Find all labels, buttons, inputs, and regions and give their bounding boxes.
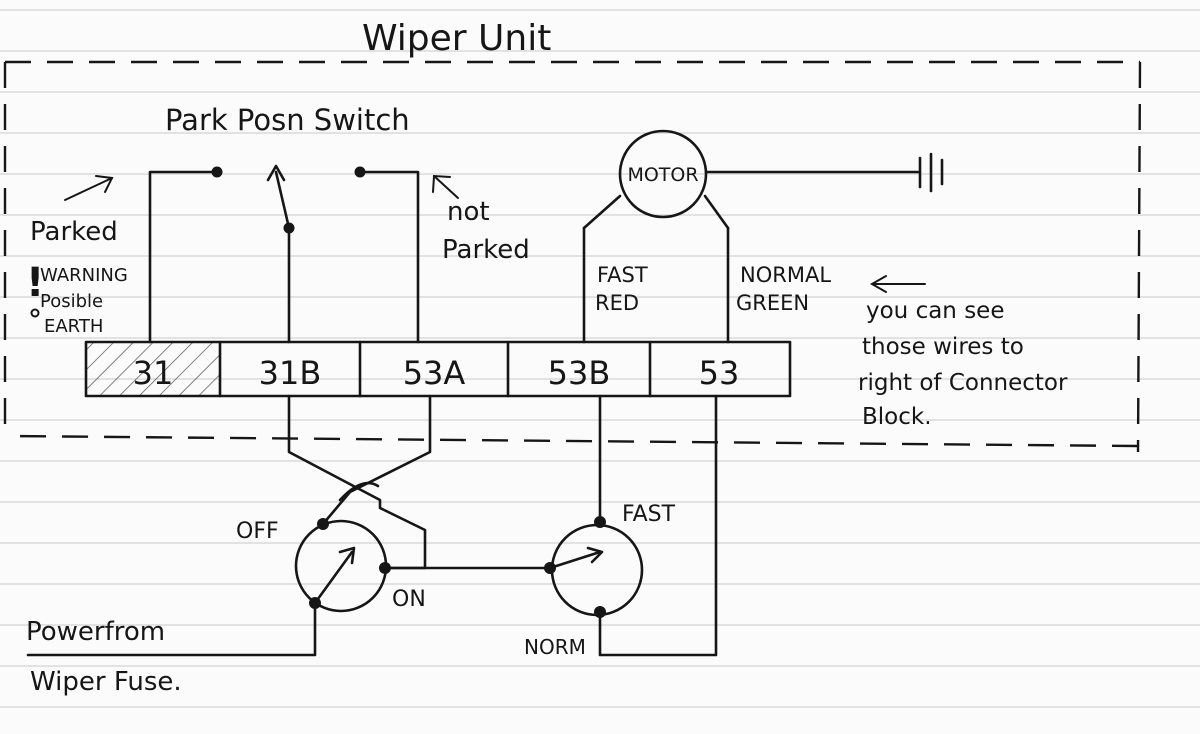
not-parked-label-line1: not (447, 197, 490, 227)
normal-wire-label-2: GREEN (736, 291, 809, 315)
diagram-title: Wiper Unit (362, 18, 551, 59)
parked-arrow-icon (64, 175, 114, 201)
external-wiring (26, 394, 718, 657)
not-parked-label-line2: Parked (442, 235, 530, 265)
note-line-2: those wires to (862, 334, 1024, 360)
note-line-1: you can see (866, 298, 1004, 324)
main-switch-off-label: OFF (236, 519, 279, 544)
note-arrow-icon (869, 275, 926, 293)
motor-label: MOTOR (627, 164, 698, 186)
fast-wire-label-2: RED (595, 291, 639, 315)
terminal-53a: 53A (403, 354, 466, 392)
warning-line-3: EARTH (44, 316, 103, 337)
main-switch (294, 518, 391, 613)
terminal-31b: 31B (259, 354, 322, 392)
connector-block (84, 340, 792, 398)
parked-label: Parked (30, 217, 118, 247)
note-line-4: Block. (862, 404, 932, 430)
motor (582, 129, 920, 344)
power-label-line1: Powerfrom (26, 617, 165, 647)
terminal-53: 53 (699, 354, 740, 392)
terminal-53b: 53B (548, 354, 611, 392)
power-label-line2: Wiper Fuse. (30, 667, 182, 697)
warning-line-1: WARNING (40, 265, 128, 286)
park-position-switch (148, 164, 420, 344)
not-parked-arrow-icon (432, 174, 459, 199)
fast-wire-label-1: FAST (597, 263, 648, 287)
speed-switch-fast-label: FAST (622, 502, 676, 527)
warning-mark-icon: ! (26, 260, 44, 306)
speed-switch-norm-label: NORM (524, 635, 586, 659)
normal-wire-label-1: NORMAL (740, 263, 831, 287)
terminal-31: 31 (133, 354, 174, 392)
park-switch-label: Park Posn Switch (165, 103, 410, 137)
warning-dot (30, 308, 40, 318)
wiper-unit-boundary (3, 60, 1142, 453)
earth-symbol-icon (918, 152, 944, 193)
speed-switch (544, 516, 644, 618)
note-line-3: right of Connector (858, 370, 1068, 396)
warning-line-2: Posible (40, 291, 103, 312)
main-switch-on-label: ON (392, 587, 426, 612)
